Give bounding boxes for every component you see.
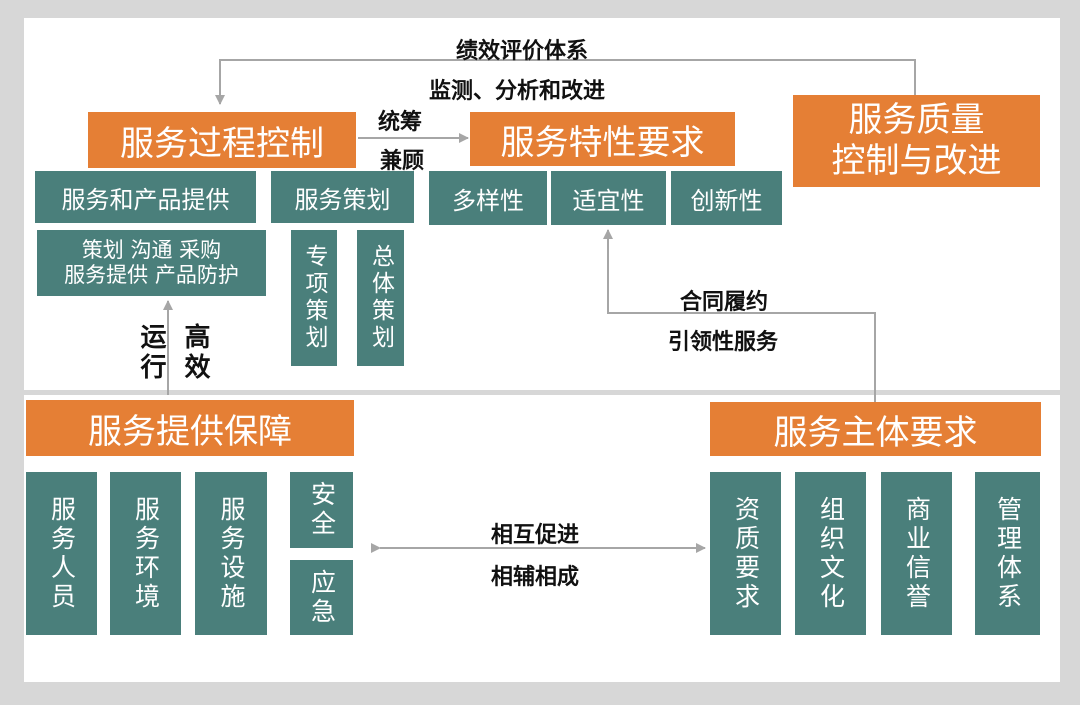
feature-requirement-header: 服务特性要求 xyxy=(470,112,735,166)
service-guarantee-header: 服务提供保障 xyxy=(26,400,354,456)
innovation-box: 创新性 xyxy=(671,171,782,225)
business-credit-box: 商业信誉 xyxy=(881,472,952,635)
efficient-label: 高效 xyxy=(180,323,210,383)
suitability-box: 适宜性 xyxy=(551,171,666,225)
safety-box: 安全 xyxy=(290,472,353,548)
process-control-header: 服务过程控制 xyxy=(88,112,356,168)
mutual-label-1: 相互促进 xyxy=(491,523,580,548)
emergency-box: 应急 xyxy=(290,560,353,635)
run-label: 运行 xyxy=(136,323,166,383)
monitor-improve-label: 监测、分析和改进 xyxy=(429,79,606,104)
coordinate-label-1: 统筹 xyxy=(378,110,423,135)
feedback-arrow xyxy=(215,59,916,105)
management-system-box: 管理体系 xyxy=(975,472,1040,635)
qualification-box: 资质要求 xyxy=(710,472,781,635)
service-staff-box: 服务人员 xyxy=(26,472,97,635)
service-environment-box: 服务环境 xyxy=(110,472,181,635)
overall-planning-box: 总体策划 xyxy=(357,230,404,366)
diversity-box: 多样性 xyxy=(429,171,547,225)
special-planning-box: 专项策划 xyxy=(291,230,337,366)
service-facility-box: 服务设施 xyxy=(195,472,267,635)
mutual-label-2: 相辅相成 xyxy=(491,565,580,590)
service-planning-box: 服务策划 xyxy=(271,171,414,223)
plan-items-box: 策划 沟通 采购 服务提供 产品防护 xyxy=(37,230,266,296)
quality-control-header: 服务质量 控制与改进 xyxy=(793,95,1040,187)
leading-service-label: 引领性服务 xyxy=(668,330,779,355)
organization-culture-box: 组织文化 xyxy=(795,472,866,635)
contract-arrow xyxy=(603,229,876,403)
subject-requirement-header: 服务主体要求 xyxy=(710,402,1041,456)
coordinate-label-2: 兼顾 xyxy=(380,149,425,174)
product-provision-box: 服务和产品提供 xyxy=(35,171,256,223)
performance-evaluation-label: 绩效评价体系 xyxy=(456,39,589,64)
contract-label: 合同履约 xyxy=(680,290,769,315)
